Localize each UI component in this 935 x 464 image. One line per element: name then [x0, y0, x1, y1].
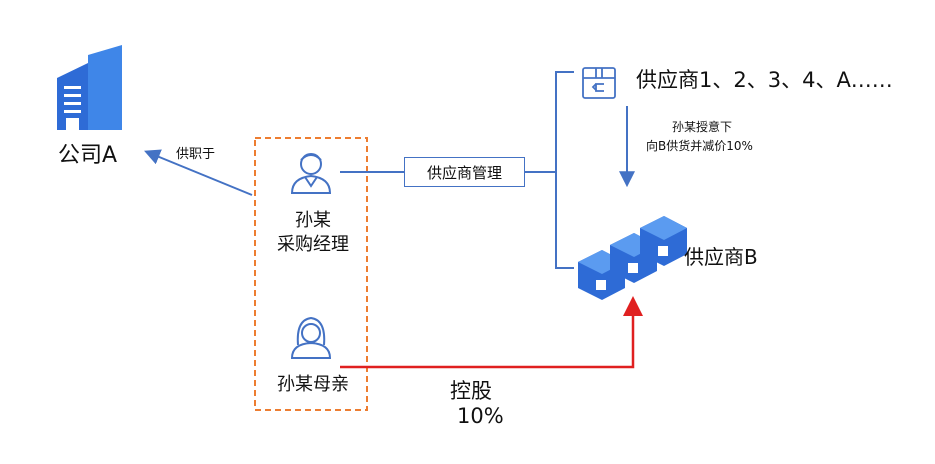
- shareholding-arrow: [340, 296, 643, 369]
- person-title: 采购经理: [277, 234, 349, 255]
- building-icon: [57, 45, 122, 130]
- supplier-b-label: 供应商B: [684, 245, 758, 269]
- shareholding-label: 控股: [450, 379, 492, 403]
- company-label: 公司A: [58, 143, 118, 168]
- instruction-line2: 向B供货并减价10%: [646, 139, 753, 153]
- management-box: 供应商管理: [404, 157, 525, 187]
- return-box-icon: [582, 67, 616, 99]
- employed-arrow: [144, 149, 253, 196]
- employed-label: 供职于: [176, 147, 216, 162]
- boxes-icon: [578, 216, 687, 300]
- mother-name: 孙某母亲: [277, 374, 349, 395]
- supplier-bracket: [555, 71, 574, 269]
- person-group-box: [254, 137, 368, 411]
- woman-icon: [290, 316, 332, 359]
- man-icon: [290, 153, 332, 194]
- instruction-line1: 孙某授意下: [672, 120, 733, 134]
- shareholding-percent: 10%: [457, 404, 504, 428]
- person-name: 孙某: [295, 210, 331, 231]
- suppliers-label: 供应商1、2、3、4、A……: [636, 68, 893, 92]
